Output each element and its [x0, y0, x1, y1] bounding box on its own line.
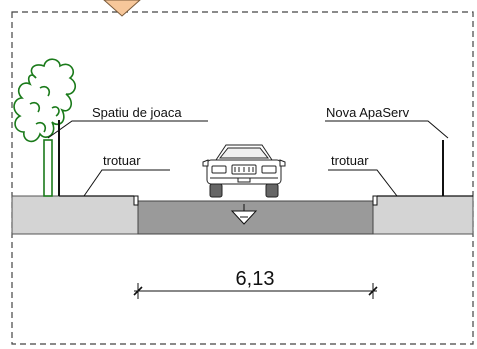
left-sidewalk-label: trotuar: [103, 153, 141, 168]
road-width-dimension: 6,13: [236, 268, 275, 290]
car-icon: [202, 144, 286, 198]
right-sidewalk-leader: [328, 169, 398, 197]
dimension-line: [133, 283, 378, 299]
right-sidewalk-label: trotuar: [331, 153, 369, 168]
right-sidewalk-band: [372, 195, 474, 235]
dashed-frame: [11, 11, 474, 345]
tree-icon: [13, 58, 77, 143]
right-zone-leader: [325, 120, 449, 139]
left-sidewalk-leader: [83, 169, 170, 197]
left-zone-label: Spatiu de joaca: [92, 105, 182, 120]
right-zone-label: Nova ApaServ: [326, 105, 410, 120]
tree-trunk: [43, 139, 53, 197]
right-curb: [372, 195, 378, 206]
left-sidewalk-band: [11, 195, 139, 235]
left-zone-leader: [47, 120, 208, 139]
road-band: [137, 200, 374, 235]
orange-marker-icon: [103, 0, 141, 17]
left-curb: [133, 195, 139, 206]
